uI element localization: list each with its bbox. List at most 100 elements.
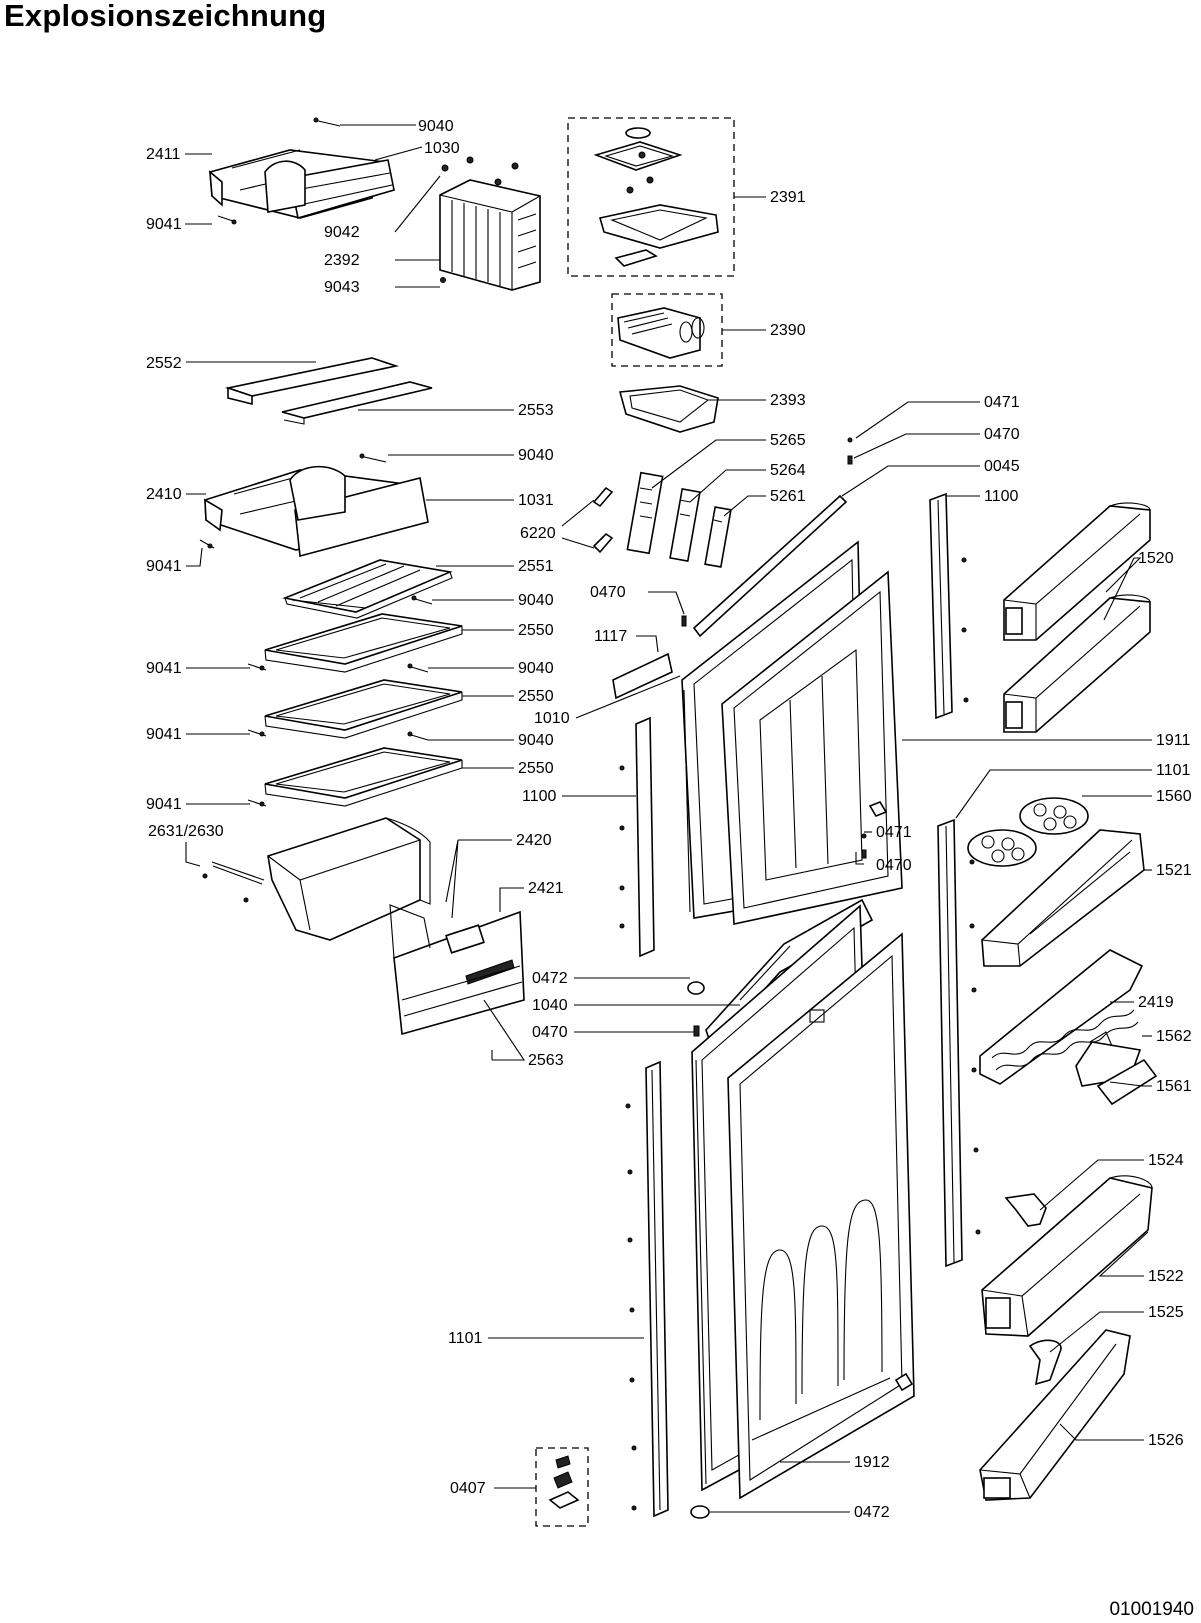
callout-1560: 1560	[1156, 788, 1192, 805]
hinge-kit-0407	[535, 1447, 589, 1527]
callout-1526: 1526	[1148, 1432, 1184, 1449]
callout-1912: 1912	[854, 1454, 890, 1471]
callout-9041: 9041	[146, 796, 182, 813]
callout-0407: 0407	[450, 1480, 486, 1497]
callout-0470: 0470	[984, 426, 1020, 443]
glass-shelf-2550-a	[247, 613, 463, 673]
callout-1010: 1010	[534, 710, 570, 727]
door-strip-1101-left	[625, 1060, 669, 1518]
callout-9040: 9040	[518, 660, 554, 677]
door-bin-1522	[981, 1175, 1153, 1337]
egg-trays-1560	[967, 797, 1089, 867]
callout-2393: 2393	[770, 392, 806, 409]
callout-2552: 2552	[146, 355, 182, 372]
shelf-2551	[282, 559, 453, 619]
tray-2393	[618, 385, 719, 433]
bin-clip-1524	[1004, 1193, 1047, 1227]
callout-9042: 9042	[324, 224, 360, 241]
callout-9040: 9040	[518, 447, 554, 464]
callout-1100: 1100	[522, 788, 557, 805]
callout-2390: 2390	[770, 322, 806, 339]
bottle-rack-2419	[979, 949, 1144, 1085]
callout-0472: 0472	[854, 1504, 890, 1521]
bottom-hinge-0472	[690, 1372, 914, 1519]
callout-1521: 1521	[1156, 862, 1192, 879]
callout-1101: 1101	[448, 1330, 483, 1347]
callout-9041: 9041	[146, 726, 182, 743]
callout-1522: 1522	[1148, 1268, 1184, 1285]
callout-2553: 2553	[518, 402, 554, 419]
callout-2411: 2411	[146, 146, 181, 163]
ice-tray-2390	[617, 307, 705, 359]
callout-9041: 9041	[146, 216, 182, 233]
upper-drawer-2411	[209, 149, 395, 220]
callout-0470: 0470	[590, 584, 626, 601]
small-parts-0471-0470	[681, 437, 888, 859]
callout-1520: 1520	[1138, 550, 1174, 567]
document-number: 01001940	[1109, 1599, 1194, 1620]
callout-1525: 1525	[1148, 1304, 1184, 1321]
callout-0471: 0471	[876, 824, 912, 841]
door-bin-1520-lower	[1003, 594, 1151, 733]
callout-1911: 1911	[1156, 732, 1191, 749]
door-gasket-1912	[727, 932, 915, 1500]
screws-9040-9041-top	[217, 117, 341, 225]
callout-2550: 2550	[518, 760, 554, 777]
door-bin-1526	[979, 1329, 1131, 1501]
glass-shelf-2550-b	[247, 679, 463, 741]
glass-shelf-2550-c	[247, 747, 463, 807]
callout-0471: 0471	[984, 394, 1020, 411]
callout-1040: 1040	[532, 997, 568, 1014]
callout-9041: 9041	[146, 660, 182, 677]
callout-2631-2630: 2631/2630	[148, 823, 224, 840]
crisper-2420	[202, 817, 431, 941]
door-strip-1100-right	[929, 492, 969, 720]
callout-2419: 2419	[1138, 994, 1174, 1011]
callout-0470: 0470	[876, 857, 912, 874]
callout-1031: 1031	[518, 492, 554, 509]
cover-strips-2552-2553	[224, 357, 433, 425]
callout-9043: 9043	[324, 279, 360, 296]
callout-5261: 5261	[770, 488, 806, 505]
callout-1100: 1100	[984, 488, 1019, 505]
callout-0045: 0045	[984, 458, 1020, 475]
callout-2392: 2392	[324, 252, 360, 269]
callout-9041: 9041	[146, 558, 182, 575]
dairy-box-1562-1561	[1075, 1031, 1158, 1106]
callout-9040: 9040	[518, 732, 554, 749]
control-panels-5265-5264-5261	[592, 471, 732, 568]
door-bin-1521	[981, 829, 1145, 967]
callout-5264: 5264	[770, 462, 806, 479]
light-cover-1117	[612, 652, 673, 700]
callout-9040: 9040	[418, 118, 454, 135]
callout-2410: 2410	[146, 486, 182, 503]
drawer-2410	[199, 453, 429, 558]
callout-1524: 1524	[1148, 1152, 1184, 1169]
hinge-kit-parts-0407	[548, 1455, 580, 1509]
door-gasket-1911	[721, 570, 903, 925]
callout-2563: 2563	[528, 1052, 564, 1069]
hinge-cover-0045	[692, 494, 848, 638]
ice-maker-parts-2391	[593, 127, 719, 267]
callout-1101: 1101	[1156, 762, 1191, 779]
callout-1562: 1562	[1156, 1028, 1192, 1045]
callout-0470: 0470	[532, 1024, 568, 1041]
callout-1030: 1030	[424, 140, 460, 157]
callout-9040: 9040	[518, 592, 554, 609]
callout-2420: 2420	[516, 832, 552, 849]
door-strip-1100-left	[619, 716, 655, 958]
callout-2550: 2550	[518, 688, 554, 705]
callout-1561: 1561	[1156, 1078, 1192, 1095]
door-bin-1520-upper	[1003, 502, 1151, 641]
page-title: Explosionszeichnung	[4, 0, 327, 33]
callout-2391: 2391	[770, 189, 806, 206]
callout-labels: 9040 1030 2411 9041 9042 2392 9043 2391 …	[146, 118, 1192, 1521]
callout-2421: 2421	[528, 880, 564, 897]
callout-6220: 6220	[520, 525, 556, 542]
callout-2551: 2551	[518, 558, 554, 575]
callout-0472: 0472	[532, 970, 568, 987]
callout-1117: 1117	[594, 628, 627, 645]
ice-mold-2392	[439, 156, 541, 291]
callout-5265: 5265	[770, 432, 806, 449]
